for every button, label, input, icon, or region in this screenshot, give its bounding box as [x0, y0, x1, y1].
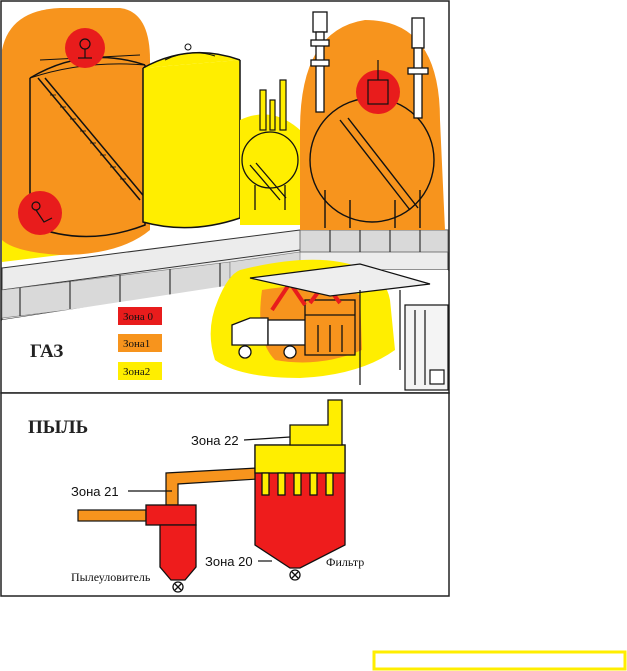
legend-swatch-zone2	[118, 362, 162, 380]
zone0-left-tank-top	[65, 28, 105, 68]
building-right	[404, 304, 449, 391]
outlet-duct	[289, 399, 343, 446]
dust-panel: ПЫЛЬ	[0, 392, 450, 597]
distillation-columns-small	[259, 79, 287, 131]
label-zone22: Зона 22	[191, 433, 239, 448]
zone0-left-tank-bottom	[18, 191, 62, 235]
gas-section-title: ГАЗ	[30, 341, 63, 362]
canopy	[249, 263, 431, 385]
label-zone20: Зона 20	[205, 554, 253, 569]
legend-label-zone1: Зона1	[123, 338, 150, 350]
label-zone21: Зона 21	[71, 484, 119, 499]
legend-label-zone0: Зона 0	[123, 311, 154, 323]
tanker-truck	[231, 317, 309, 359]
label-collector: Пылеуловитель	[71, 570, 151, 584]
dust-collector	[145, 504, 197, 593]
fence-posts	[19, 230, 421, 316]
middle-storage-tank	[142, 43, 241, 229]
filter-unit	[254, 444, 346, 581]
gas-panel: Зона 0 Зона1 Зона2 ГАЗ	[0, 0, 450, 394]
refinery-columns	[310, 11, 429, 119]
leader-lines	[128, 436, 291, 562]
tank-top-valve	[78, 38, 92, 59]
dust-panel-frame	[0, 392, 450, 597]
tank-bottom-valve	[31, 201, 53, 223]
legend-swatch-zone1	[118, 334, 162, 352]
caption-bar	[372, 650, 627, 671]
loading-station	[304, 299, 356, 356]
zone0-right-sphere-top	[356, 70, 400, 114]
sphere-top-fittings	[367, 60, 389, 105]
small-sphere-tank	[241, 131, 299, 210]
inlet-pipe	[77, 509, 147, 522]
fence-mesh-far	[299, 229, 449, 253]
label-filter: Фильтр	[326, 555, 364, 569]
gas-legend: Зона 0 Зона1 Зона2	[118, 307, 162, 380]
legend-swatch-zone0	[118, 307, 162, 325]
legend-label-zone2: Зона2	[123, 366, 150, 378]
dust-section-title: ПЫЛЬ	[28, 417, 88, 438]
